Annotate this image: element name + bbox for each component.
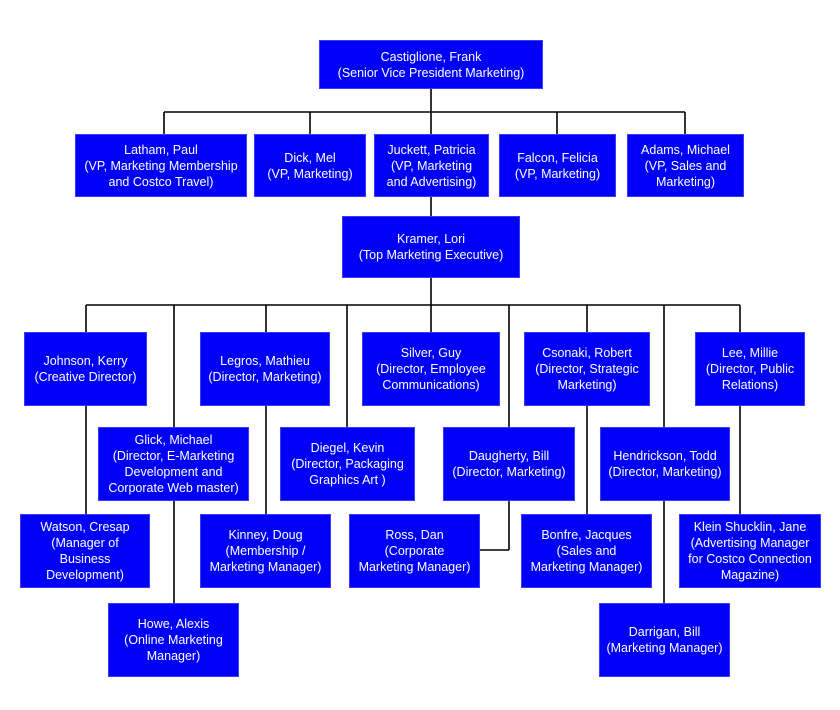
node-title-line: Marketing) xyxy=(557,378,617,392)
node-name: Daugherty, Bill xyxy=(468,449,550,463)
node-name: Bonfre, Jacques xyxy=(541,528,632,542)
node-title-line: (VP, Marketing) xyxy=(514,166,601,181)
node-title-line: Development) xyxy=(46,568,124,582)
node-title-line: Corporate Web master) xyxy=(108,481,239,495)
node-daugherty-bill: Daugherty, Bill (Director, Marketing) xyxy=(443,427,575,501)
node-title-line: (Manager of xyxy=(51,536,119,550)
node-title-line: for Costco Connection xyxy=(688,552,812,566)
node-title-line: (Director, Public xyxy=(705,362,795,376)
node-title-line: (Director, Employee xyxy=(376,362,486,376)
node-name: Howe, Alexis xyxy=(137,617,210,631)
node-title-line: (Online Marketing xyxy=(124,633,223,647)
node-name: Glick, Michael xyxy=(134,433,213,447)
node-title-line: (Marketing Manager) xyxy=(606,641,723,655)
node-name: Ross, Dan xyxy=(385,528,444,542)
node-title-line: (Director, Marketing) xyxy=(208,370,322,384)
node-name: Darrigan, Bill xyxy=(628,625,701,639)
node-name: Legros, Mathieu xyxy=(220,354,310,368)
node-name: Hendrickson, Todd xyxy=(613,449,717,463)
node-name: Castiglione, Frank xyxy=(380,49,482,64)
node-name: Adams, Michael xyxy=(641,142,730,157)
node-title-line: Development and xyxy=(124,465,223,479)
node-name: Watson, Cresap xyxy=(40,520,130,534)
node-title-line: Marketing Manager) xyxy=(358,560,471,574)
node-title-line: Marketing) xyxy=(655,174,716,189)
node-title-line: Communications) xyxy=(382,378,480,392)
node-klein-shucklin-jane: Klein Shucklin, Jane (Advertising Manager… xyxy=(679,514,821,588)
node-title-line: and Costco Travel) xyxy=(108,174,214,189)
node-johnson-kerry: Johnson, Kerry (Creative Director) xyxy=(24,332,147,406)
node-name: Klein Shucklin, Jane xyxy=(693,520,807,534)
node-name: Latham, Paul xyxy=(124,142,198,157)
node-title-line: (Director, Strategic xyxy=(535,362,639,376)
node-title-line: (Senior Vice President Marketing) xyxy=(337,65,525,80)
node-castiglione-frank: Castiglione, Frank(Senior Vice President… xyxy=(319,40,543,89)
node-title-line: (VP, Marketing Membership xyxy=(84,158,238,173)
node-name: Lee, Millie xyxy=(721,346,779,360)
node-name: Csonaki, Robert xyxy=(542,346,632,360)
node-title-line: (Director, Marketing) xyxy=(608,465,722,479)
node-title-line: (Creative Director) xyxy=(34,370,137,384)
node-title-line: (Membership / xyxy=(225,544,306,558)
node-title-line: (VP, Marketing) xyxy=(267,166,353,181)
node-title-line: (Corporate xyxy=(384,544,445,558)
node-dick-mel: Dick, Mel(VP, Marketing) xyxy=(254,134,366,197)
node-name: Silver, Guy xyxy=(400,346,462,360)
node-title-line: (VP, Sales and xyxy=(644,158,727,173)
node-falcon-felicia: Falcon, Felicia(VP, Marketing) xyxy=(499,134,616,197)
node-name: Kinney, Doug xyxy=(228,528,303,542)
node-name: Falcon, Felicia xyxy=(517,150,598,165)
node-title-line: (Director, Marketing) xyxy=(452,465,566,479)
node-title-line: Manager) xyxy=(146,649,201,663)
node-hendrickson-todd: Hendrickson, Todd (Director, Marketing) xyxy=(600,427,730,501)
node-title-line: Relations) xyxy=(721,378,779,392)
node-title-line: Marketing Manager) xyxy=(209,560,322,574)
node-name: Dick, Mel xyxy=(284,150,336,165)
node-title-line: (Director, Packaging xyxy=(291,457,404,471)
node-title-line: Magazine) xyxy=(720,568,780,582)
node-name: Kramer, Lori xyxy=(396,232,466,246)
node-name: Juckett, Patricia xyxy=(387,142,476,157)
node-title-line: (Advertising Manager xyxy=(690,536,810,550)
node-kramer-lori: Kramer, Lori (Top Marketing Executive) xyxy=(342,216,520,278)
node-title-line: Graphics Art ) xyxy=(309,473,386,487)
node-title-line: (Director, E-Marketing xyxy=(112,449,235,463)
node-name: Johnson, Kerry xyxy=(43,354,128,368)
node-title-line: Marketing Manager) xyxy=(530,560,643,574)
node-title-line: Business xyxy=(59,552,111,566)
node-title-line: (VP, Marketing xyxy=(390,158,473,173)
node-darrigan-bill: Darrigan, Bill (Marketing Manager) xyxy=(599,603,730,677)
node-title-line: (Top Marketing Executive) xyxy=(358,248,504,262)
node-legros-mathieu: Legros, Mathieu (Director, Marketing) xyxy=(200,332,330,406)
node-kinney-doug: Kinney, Doug (Membership / Marketing Manag… xyxy=(200,514,331,588)
node-title-line: (Sales and xyxy=(556,544,617,558)
node-name: Diegel, Kevin xyxy=(310,441,385,455)
node-title-line: and Advertising) xyxy=(386,174,477,189)
